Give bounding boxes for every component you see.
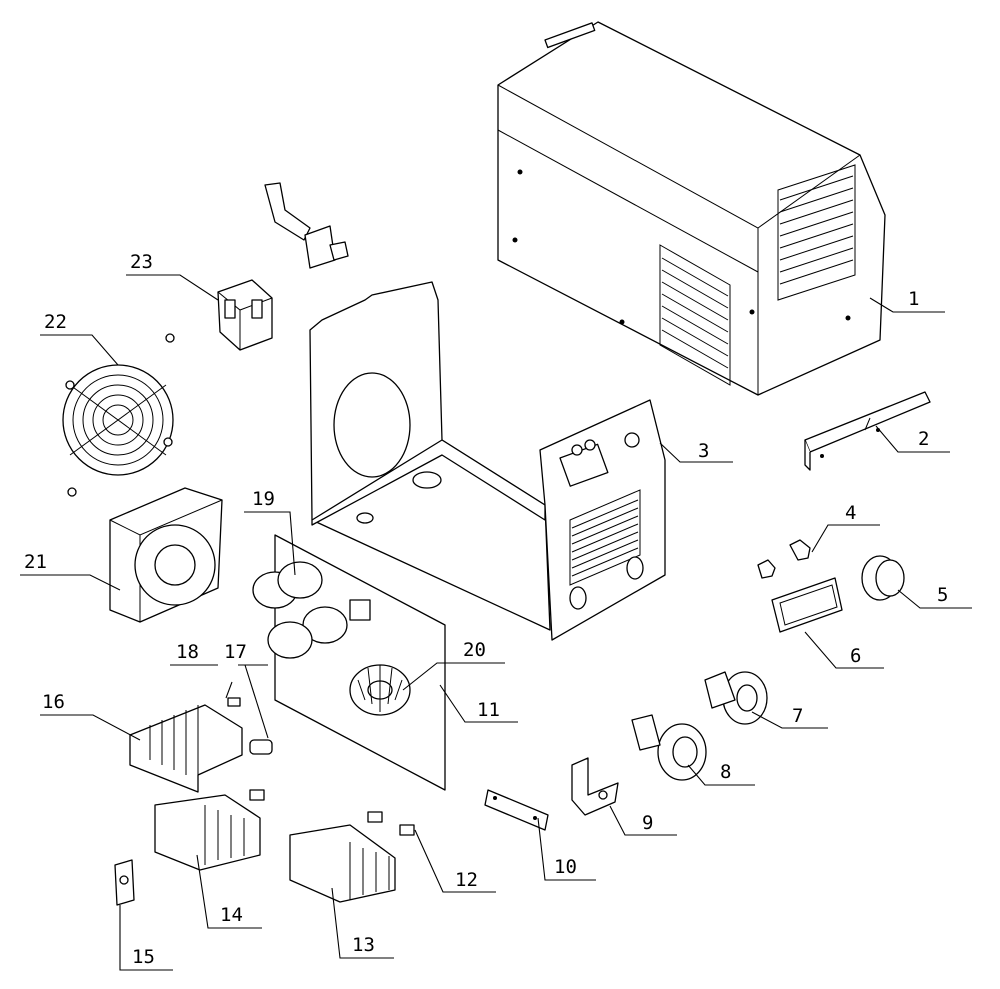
callout-19: 19 — [252, 488, 275, 510]
callout-12: 12 — [455, 869, 478, 891]
callout-9: 9 — [642, 812, 653, 834]
part-chassis-frame — [309, 281, 666, 641]
callout-10: 10 — [554, 856, 577, 878]
part-display-window — [771, 577, 843, 633]
callout-11: 11 — [477, 699, 500, 721]
chassis-front-vent — [569, 489, 641, 586]
part-control-knob — [861, 555, 905, 601]
part-rocker-switch — [217, 279, 273, 351]
callout-1: 1 — [908, 288, 919, 310]
callout-22: 22 — [44, 311, 67, 333]
part-clip — [114, 859, 135, 906]
callout-4: 4 — [845, 502, 856, 524]
part-housing-cover — [497, 21, 886, 396]
callout-15: 15 — [132, 946, 155, 968]
part-connector-socket-8 — [631, 714, 707, 781]
part-angle-bracket — [571, 757, 619, 816]
callout-labels: 1 2 3 4 5 6 7 8 9 10 11 12 13 14 15 16 1… — [24, 251, 948, 968]
callout-13: 13 — [352, 934, 375, 956]
callout-14: 14 — [220, 904, 243, 926]
callout-3: 3 — [698, 440, 709, 462]
part-bracket-bar — [804, 391, 931, 471]
callout-5: 5 — [937, 584, 948, 606]
part-heatsink-14 — [154, 794, 261, 871]
part-heatsink-13 — [289, 824, 396, 903]
callout-21: 21 — [24, 551, 47, 573]
part-connector-socket-7 — [704, 671, 768, 725]
front-vent-slots — [777, 164, 856, 301]
part-transistors — [227, 697, 415, 836]
part-nuts — [757, 539, 811, 579]
part-power-cable — [264, 182, 349, 269]
callout-17: 17 — [224, 641, 247, 663]
callout-18: 18 — [176, 641, 199, 663]
side-vent-slots — [659, 244, 731, 386]
part-pcb-board — [252, 534, 446, 791]
part-toroid-core — [349, 664, 411, 716]
callout-7: 7 — [792, 705, 803, 727]
part-fan-guard — [62, 333, 175, 497]
callout-6: 6 — [850, 645, 861, 667]
callout-2: 2 — [918, 428, 929, 450]
leader-lines — [20, 274, 972, 971]
callout-23: 23 — [130, 251, 153, 273]
part-cooling-fan — [109, 487, 223, 623]
callout-16: 16 — [42, 691, 65, 713]
part-flat-strip — [484, 789, 549, 831]
callout-8: 8 — [720, 761, 731, 783]
callout-20: 20 — [463, 639, 486, 661]
part-heatsink-16 — [129, 704, 243, 793]
